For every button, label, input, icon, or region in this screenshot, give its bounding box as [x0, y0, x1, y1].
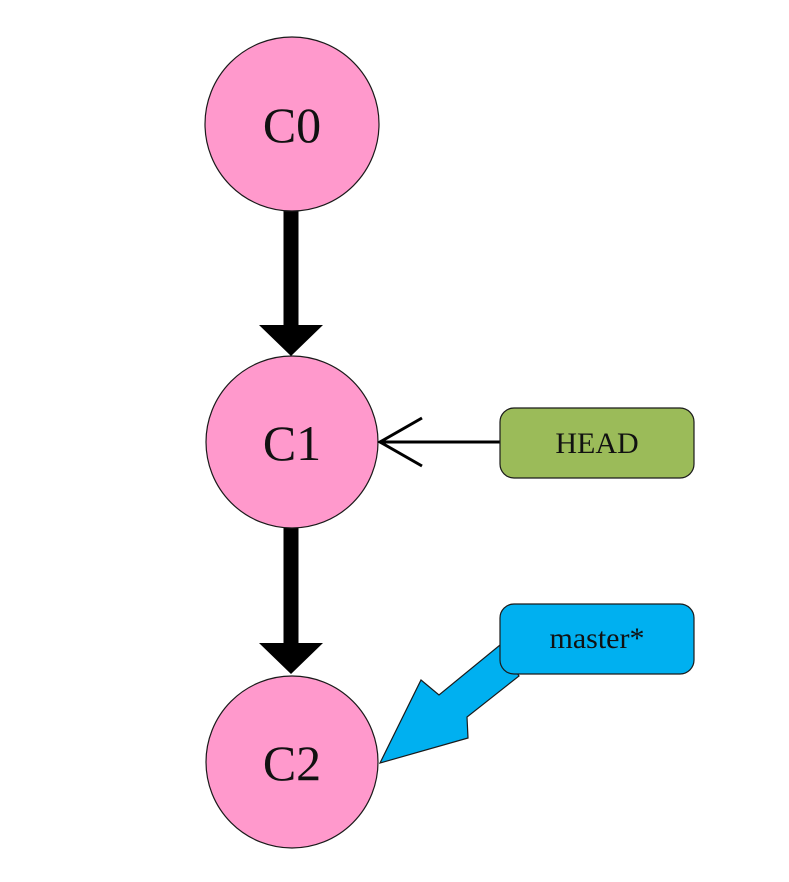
commit-label: C1 — [263, 415, 321, 471]
ref-master[interactable]: master* — [499, 603, 695, 675]
commit-c0[interactable]: C0 — [204, 36, 380, 212]
commit-label: C2 — [263, 735, 321, 791]
commit-c1[interactable]: C1 — [205, 355, 379, 529]
ref-head[interactable]: HEAD — [499, 407, 695, 479]
commit-label: C0 — [263, 97, 321, 153]
ref-label: HEAD — [555, 427, 638, 460]
edge-c0-c1 — [259, 202, 323, 356]
edge-c1-c2 — [259, 520, 323, 674]
head-pointer-arrow — [376, 416, 500, 468]
commit-c2[interactable]: C2 — [205, 675, 379, 849]
master-pointer-arrow — [378, 644, 520, 764]
ref-label: master* — [550, 622, 645, 655]
